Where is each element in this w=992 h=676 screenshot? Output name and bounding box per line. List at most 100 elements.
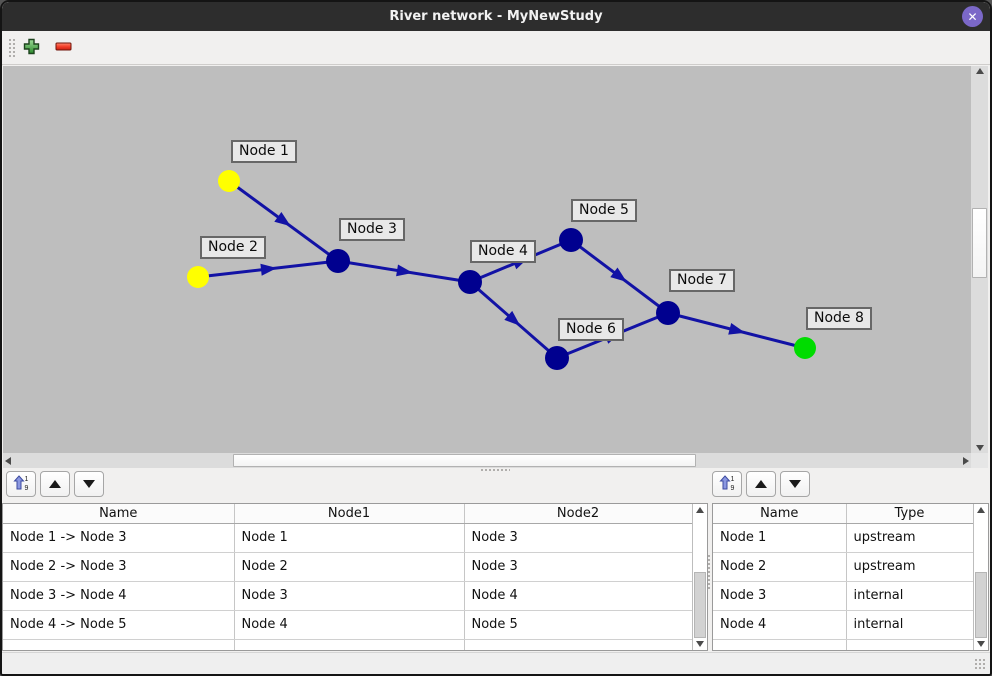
column-header: Type bbox=[846, 504, 974, 524]
node-label-node-1[interactable]: Node 1 bbox=[231, 140, 297, 163]
table-cell[interactable]: Node 3 bbox=[464, 552, 693, 582]
edge-arrow-icon bbox=[396, 264, 413, 277]
scroll-up-icon[interactable] bbox=[977, 507, 985, 513]
table-scroll-thumb[interactable] bbox=[975, 572, 987, 638]
canvas-vertical-scrollbar[interactable] bbox=[971, 66, 988, 453]
horizontal-splitter-handle[interactable] bbox=[480, 468, 510, 472]
node-move-down-button[interactable] bbox=[780, 471, 810, 497]
arrow-up-icon bbox=[755, 480, 767, 488]
add-button[interactable] bbox=[21, 38, 41, 58]
plus-icon bbox=[23, 38, 40, 58]
table-row[interactable] bbox=[713, 639, 974, 650]
edge-arrow-icon bbox=[728, 323, 746, 335]
table-cell bbox=[234, 639, 465, 650]
table-cell[interactable]: upstream bbox=[846, 523, 974, 553]
node-label-node-2[interactable]: Node 2 bbox=[200, 236, 266, 259]
arrow-down-icon bbox=[789, 480, 801, 488]
vertical-scroll-thumb[interactable] bbox=[972, 208, 987, 278]
table-cell[interactable]: Node 3 bbox=[464, 523, 693, 553]
node-node-7[interactable] bbox=[656, 301, 680, 325]
remove-button[interactable] bbox=[53, 38, 73, 58]
table-cell[interactable]: Node 4 bbox=[234, 610, 465, 640]
scroll-up-icon[interactable] bbox=[975, 68, 984, 74]
node-node-4[interactable] bbox=[458, 270, 482, 294]
table-cell[interactable]: Node 1 bbox=[713, 523, 847, 553]
table-scroll-thumb[interactable] bbox=[694, 572, 706, 638]
node-node-6[interactable] bbox=[545, 346, 569, 370]
scroll-down-icon[interactable] bbox=[977, 641, 985, 647]
table-cell[interactable]: Node 1 -> Node 3 bbox=[3, 523, 235, 553]
table-cell[interactable]: Node 2 bbox=[234, 552, 465, 582]
edge-move-up-button[interactable] bbox=[40, 471, 70, 497]
table-cell[interactable]: Node 4 bbox=[464, 581, 693, 611]
node-node-2[interactable] bbox=[187, 266, 209, 288]
node-label-node-7[interactable]: Node 7 bbox=[669, 269, 735, 292]
arrow-up-icon bbox=[49, 480, 61, 488]
minus-icon bbox=[55, 38, 72, 58]
table-cell[interactable]: Node 4 -> Node 5 bbox=[3, 610, 235, 640]
node-node-3[interactable] bbox=[326, 249, 350, 273]
scroll-down-icon[interactable] bbox=[696, 641, 704, 647]
node-label-node-4[interactable]: Node 4 bbox=[470, 240, 536, 263]
node-node-1[interactable] bbox=[218, 170, 240, 192]
table-cell[interactable]: Node 4 bbox=[713, 610, 847, 640]
status-bar bbox=[2, 652, 990, 674]
resize-grip[interactable] bbox=[974, 658, 987, 671]
canvas-horizontal-scrollbar[interactable] bbox=[3, 453, 971, 468]
vertical-splitter-handle[interactable] bbox=[707, 554, 712, 590]
node-label-node-3[interactable]: Node 3 bbox=[339, 218, 405, 241]
table-row[interactable] bbox=[3, 639, 693, 650]
edge-arrow-icon bbox=[504, 310, 521, 326]
node-move-up-button[interactable] bbox=[746, 471, 776, 497]
scroll-up-icon[interactable] bbox=[696, 507, 704, 513]
node-node-5[interactable] bbox=[559, 228, 583, 252]
node-sort-button[interactable]: 1 9 bbox=[712, 471, 742, 497]
table-cell[interactable]: Node 3 -> Node 4 bbox=[3, 581, 235, 611]
table-cell bbox=[713, 639, 847, 650]
edge-move-down-button[interactable] bbox=[74, 471, 104, 497]
table-cell[interactable]: Node 3 bbox=[713, 581, 847, 611]
edge-arrow-icon bbox=[260, 263, 277, 276]
scroll-down-icon[interactable] bbox=[975, 445, 984, 451]
edge-table-scrollbar[interactable] bbox=[692, 504, 707, 650]
scroll-right-icon[interactable] bbox=[963, 456, 969, 465]
table-cell[interactable]: internal bbox=[846, 581, 974, 611]
table-cell[interactable]: upstream bbox=[846, 552, 974, 582]
close-button[interactable]: ✕ bbox=[962, 6, 983, 27]
table-cell[interactable]: Node 2 -> Node 3 bbox=[3, 552, 235, 582]
toolbar-drag-handle[interactable] bbox=[8, 38, 17, 58]
river-network-canvas[interactable]: Node 1 Node 2 Node 3 Node 4 Node 5 Node 6 Node… bbox=[3, 66, 971, 453]
main-toolbar bbox=[2, 31, 990, 65]
node-table-scrollbar[interactable] bbox=[973, 504, 988, 650]
table-cell[interactable]: Node 5 bbox=[464, 610, 693, 640]
svg-text:9: 9 bbox=[24, 485, 28, 491]
node-label-node-8[interactable]: Node 8 bbox=[806, 307, 872, 330]
table-cell[interactable]: Node 1 bbox=[234, 523, 465, 553]
horizontal-scroll-thumb[interactable] bbox=[233, 454, 696, 467]
column-header: Name bbox=[713, 504, 847, 524]
title-bar[interactable]: River network - MyNewStudy ✕ bbox=[2, 2, 990, 31]
node-label-node-5[interactable]: Node 5 bbox=[571, 199, 637, 222]
svg-text:9: 9 bbox=[730, 485, 734, 491]
sort-ascending-icon: 1 9 bbox=[718, 474, 736, 494]
edge-sort-button[interactable]: 1 9 bbox=[6, 471, 36, 497]
edge-arrow-icon bbox=[274, 212, 291, 227]
node-label-node-6[interactable]: Node 6 bbox=[558, 318, 624, 341]
table-cell[interactable]: Node 2 bbox=[713, 552, 847, 582]
node-node-8[interactable] bbox=[794, 337, 816, 359]
scroll-left-icon[interactable] bbox=[5, 456, 11, 465]
table-cell[interactable]: internal bbox=[846, 610, 974, 640]
table-cell[interactable]: Node 3 bbox=[234, 581, 465, 611]
